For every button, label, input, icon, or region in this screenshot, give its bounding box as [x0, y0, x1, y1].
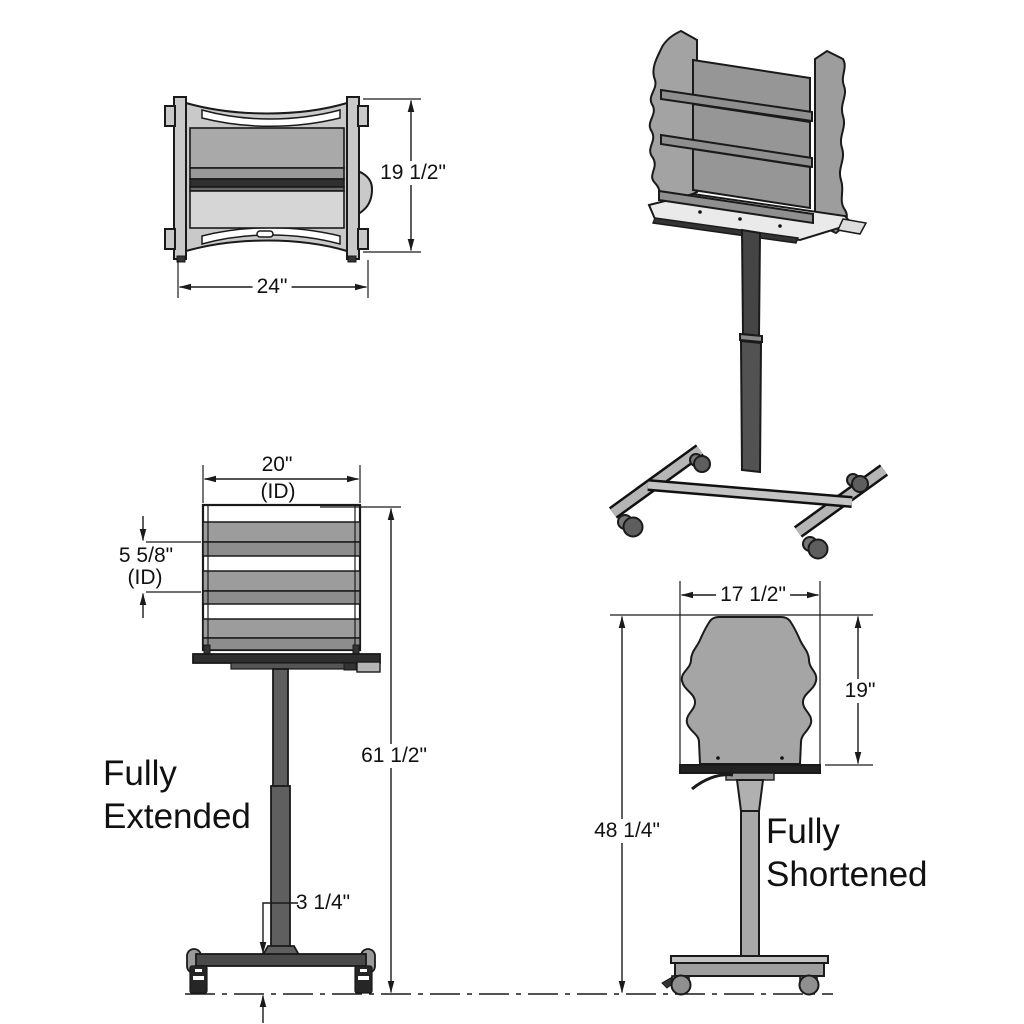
front-base-bar: [195, 953, 367, 967]
dim-label-side-depth: 17 1/2": [716, 583, 790, 607]
dim-label-topview-width: 24": [252, 275, 292, 299]
iso-shelf-lip: [658, 189, 814, 225]
top-view-foot: [176, 255, 186, 263]
caster-slit: [358, 976, 369, 980]
front-mount-plate: [192, 653, 381, 664]
front-handle-block: [343, 662, 357, 671]
dim-label-front-pocket: 5 5/8": [118, 544, 174, 567]
top-view-foot: [347, 255, 357, 263]
front-shelf-lip: [202, 541, 361, 557]
top-view-panel-upper: [189, 127, 345, 169]
dim-label-topview-height: 19 1/2": [376, 161, 450, 185]
iso-pole-collar: [739, 332, 763, 344]
side-view-drawing: [661, 616, 829, 996]
caption-fully-extended: Fully Extended: [103, 752, 251, 838]
caster-wheel: [670, 974, 692, 996]
caption-fully-shortened: Fully Shortened: [766, 810, 928, 896]
side-tilt-handle: [691, 773, 734, 791]
iso-screw-hole: [738, 217, 742, 221]
front-view-dimensions: [139, 465, 401, 1023]
caption-fully-shortened-line2: Shortened: [766, 855, 928, 894]
iso-pole-upper: [740, 228, 762, 338]
front-shelf-lip: [202, 590, 361, 605]
caster-slit: [195, 969, 202, 972]
front-handle-knob: [356, 661, 381, 673]
side-base-body: [674, 962, 825, 977]
dim-label-front-height: 61 1/2": [357, 744, 431, 768]
side-view-dimensions: [610, 581, 873, 993]
top-view-slot-bottom: [201, 227, 341, 245]
caster-slit: [360, 969, 367, 972]
iso-left-side-panel: [648, 29, 698, 207]
side-base-top: [670, 955, 829, 964]
side-casters: [661, 974, 820, 996]
top-view-tab: [164, 105, 176, 127]
iso-shelf-lip: [660, 133, 813, 169]
caster-wheel: [851, 475, 869, 493]
caster-wheel: [807, 538, 829, 560]
side-panel-profile: [680, 616, 818, 765]
side-mount-plate: [679, 764, 821, 774]
front-pole-upper: [272, 668, 289, 788]
top-view-drawing: [164, 96, 374, 263]
iso-pole-lower: [739, 339, 763, 474]
top-view-panel-strip: [189, 167, 345, 180]
iso-screw-hole: [698, 210, 702, 214]
side-screw: [716, 756, 720, 760]
front-view-drawing: [186, 503, 381, 994]
dim-label-front-pocket-id: (ID): [127, 566, 163, 589]
top-view-tab: [164, 228, 176, 250]
side-pole-top: [735, 779, 765, 812]
dim-label-side-rack-height: 19": [840, 679, 880, 703]
caption-fully-extended-line1: Fully: [103, 754, 177, 793]
front-shelf-lip: [202, 637, 361, 651]
iso-base-tab: [836, 218, 868, 235]
iso-screw-hole: [778, 224, 782, 228]
top-view-handle-slot: [256, 230, 274, 238]
caster-slit: [193, 976, 204, 980]
caster-wheel: [693, 455, 711, 473]
front-casters: [189, 965, 373, 994]
top-view-tab: [357, 228, 369, 250]
front-mount-bracket: [230, 662, 354, 670]
dim-label-front-base-height: 3 1/4": [295, 891, 351, 914]
front-pole-lower: [270, 785, 291, 953]
front-shelf-band: [202, 521, 361, 543]
front-shelf-band: [202, 570, 361, 592]
top-view-panel-darkband: [189, 178, 345, 188]
side-screw: [780, 756, 784, 760]
top-view-tab: [357, 105, 369, 127]
side-pole: [740, 810, 760, 958]
caption-fully-extended-line2: Extended: [103, 797, 251, 836]
iso-casters: [617, 453, 869, 560]
front-shelf-band: [202, 618, 361, 639]
caster-wheel: [622, 516, 644, 538]
top-view-slot-top: [201, 109, 341, 127]
dim-label-front-width-id: (ID): [260, 480, 296, 503]
dim-label-side-height: 48 1/4": [590, 819, 664, 843]
isometric-view-drawing: [608, 29, 889, 560]
iso-base-frame: [608, 444, 889, 538]
iso-shelf-lip: [660, 88, 813, 123]
dim-leader-base-height: [259, 902, 298, 954]
side-mount-bracket: [725, 772, 775, 781]
caption-fully-shortened-line1: Fully: [766, 812, 840, 851]
dim-label-front-width: 20": [261, 453, 293, 476]
caster-wheel: [798, 974, 820, 996]
iso-right-side-panel: [814, 49, 848, 235]
top-view-panel-lower: [189, 190, 345, 229]
